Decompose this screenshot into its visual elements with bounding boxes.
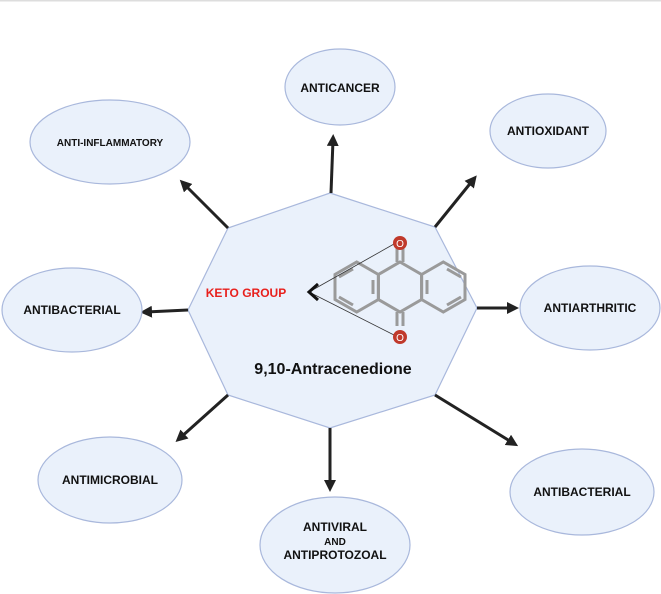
anthraquinone-structure: O O bbox=[306, 236, 467, 344]
svg-text:ANTIOXIDANT: ANTIOXIDANT bbox=[507, 124, 590, 138]
svg-text:ANTIMICROBIAL: ANTIMICROBIAL bbox=[62, 473, 158, 487]
svg-text:O: O bbox=[396, 239, 404, 250]
svg-text:AND: AND bbox=[324, 537, 346, 548]
node-anticancer: ANTICANCER bbox=[284, 48, 396, 126]
svg-text:ANTIVIRAL: ANTIVIRAL bbox=[303, 520, 367, 534]
node-antioxidant: ANTIOXIDANT bbox=[489, 93, 607, 169]
svg-text:ANTIPROTOZOAL: ANTIPROTOZOAL bbox=[283, 548, 386, 562]
svg-text:ANTIBACTERIAL: ANTIBACTERIAL bbox=[533, 485, 630, 499]
node-anti-inflammatory: ANTI-INFLAMMATORY bbox=[29, 99, 191, 185]
node-antibacterial-right: ANTIBACTERIAL bbox=[509, 448, 655, 536]
svg-text:ANTICANCER: ANTICANCER bbox=[300, 81, 380, 95]
center-octagon bbox=[187, 192, 478, 429]
svg-text:ANTIBACTERIAL: ANTIBACTERIAL bbox=[23, 303, 120, 317]
chevron-icon bbox=[306, 282, 319, 302]
node-antibacterial-left: ANTIBACTERIAL bbox=[1, 267, 143, 353]
arrows bbox=[140, 134, 519, 492]
svg-text:ANTIARTHRITIC: ANTIARTHRITIC bbox=[544, 301, 637, 315]
node-antiviral: ANTIVIRAL AND ANTIPROTOZOAL bbox=[259, 496, 411, 594]
compound-name: 9,10-Antracenedione bbox=[254, 361, 411, 378]
node-antiarthritic: ANTIARTHRITIC bbox=[519, 265, 661, 351]
node-antimicrobial: ANTIMICROBIAL bbox=[37, 436, 183, 524]
keto-group-label: KETO GROUP bbox=[206, 286, 286, 300]
svg-text:ANTI-INFLAMMATORY: ANTI-INFLAMMATORY bbox=[57, 138, 164, 149]
svg-text:O: O bbox=[396, 333, 404, 344]
